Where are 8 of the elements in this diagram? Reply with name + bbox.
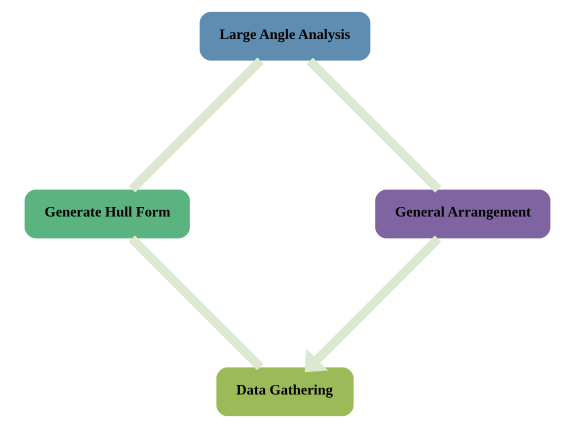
node-box: Data Gathering	[216, 367, 354, 416]
arrow	[304, 236, 442, 372]
node-box: Large Angle Analysis	[200, 12, 370, 61]
connector	[128, 58, 264, 192]
node-box: Generate Hull Form	[24, 190, 190, 238]
connector	[306, 58, 442, 193]
node-box: General Arrangement	[375, 190, 550, 238]
connector	[128, 235, 264, 370]
